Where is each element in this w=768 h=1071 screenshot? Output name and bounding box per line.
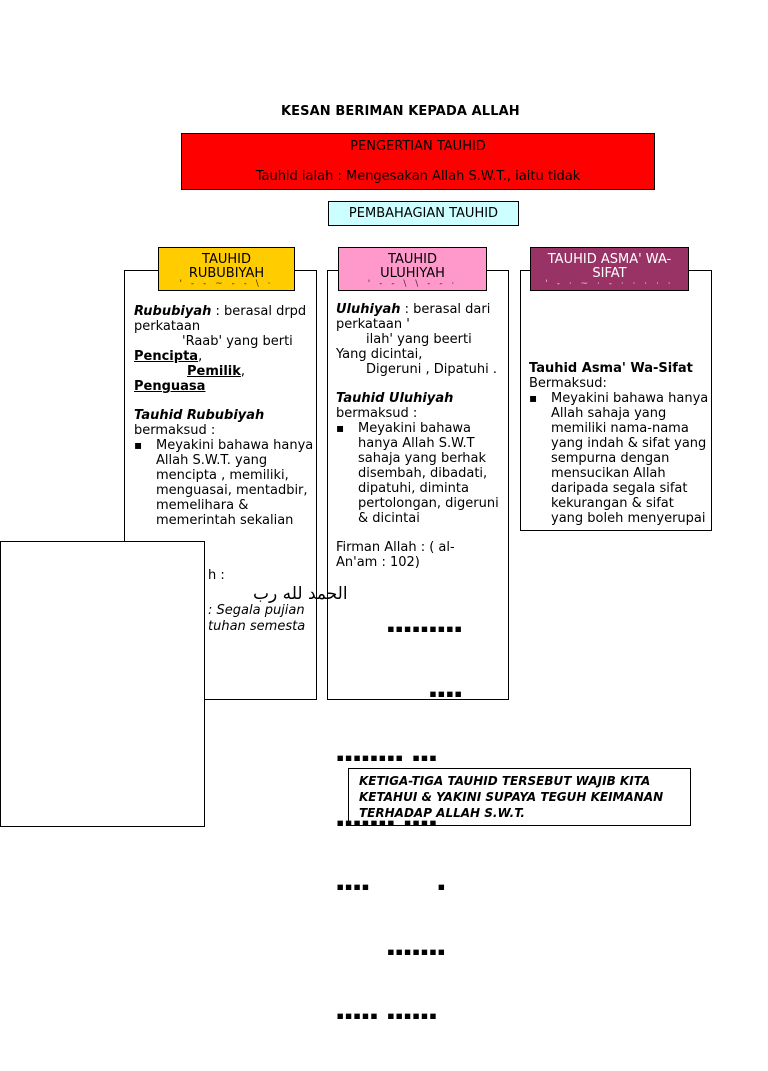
- verse-line: ▪▪▪▪▪▪▪▪▪: [336, 621, 463, 637]
- comma: ,: [198, 349, 203, 364]
- word-pencipta: Pencipta: [134, 349, 199, 364]
- uluhiyah-content: Uluhiyah : berasal dari perkataan ' ilah…: [336, 302, 506, 1071]
- verse-line: ▪▪▪▪ ▪: [336, 879, 446, 895]
- line: Digeruni , Dipatuhi .: [366, 362, 497, 377]
- comma: ,: [240, 364, 246, 379]
- term: Rububiyah: [134, 304, 212, 319]
- list-item: Meyakini bahawa hanya Allah sahaja yang …: [529, 391, 709, 526]
- overflow-label: h :: [208, 568, 225, 583]
- line: Yang dicintai,: [336, 347, 423, 362]
- header-cut-text: ' - · ~ · - · · · · ·: [545, 279, 674, 289]
- verse-line: ▪▪▪▪▪▪▪▪ ▪▪▪: [336, 750, 438, 766]
- header-line: RUBUBIYAH: [188, 266, 265, 281]
- header-cut-text: ' - - ~ - - \ ·: [179, 279, 274, 289]
- bullet-list: Meyakini bahawa hanya Allah S.W.T sahaja…: [336, 421, 506, 526]
- word-penguasa: Penguasa: [134, 379, 206, 394]
- header-line: TAUHID ASMA' WA-: [547, 252, 672, 267]
- list-item: Meyakini bahawa hanya Allah S.W.T. yang …: [134, 438, 314, 528]
- sub-heading: Tauhid Uluhiyah: [336, 391, 454, 406]
- conclusion-box: KETIGA-TIGA TAUHID TERSEBUT WAJIB KITA K…: [348, 768, 691, 826]
- means: Bermaksud:: [529, 376, 607, 391]
- header-line: ULUHIYAH: [380, 266, 445, 281]
- line: perkataan ': [336, 317, 410, 332]
- origin: : berasal dari: [400, 302, 491, 317]
- uluhiyah-header: TAUHID ULUHIYAH ' - - \ \ - - ·: [338, 247, 487, 291]
- rububiyah-header: TAUHID RUBUBIYAH ' - - ~ - - \ ·: [158, 247, 295, 291]
- sub-heading: Tauhid Rububiyah: [134, 408, 265, 423]
- division-heading: PEMBAHAGIAN TAUHID: [328, 201, 519, 226]
- list-item: Meyakini bahawa hanya Allah S.W.T sahaja…: [336, 421, 506, 526]
- definition-heading: PENGERTIAN TAUHID: [350, 139, 486, 154]
- verse-line: ▪▪▪▪▪ ▪▪▪▪▪▪: [336, 1008, 438, 1024]
- verse-line: ▪▪▪▪▪▪▪: [336, 943, 446, 960]
- verse-block: ▪▪▪▪▪▪▪▪▪ ▪▪▪▪ ▪▪▪▪▪▪▪▪ ▪▪▪ ▪▪▪▪▪▪▪ ▪▪▪▪…: [336, 576, 506, 1071]
- rububiyah-content: Rububiyah : berasal drpd perkataan 'Raab…: [134, 304, 314, 528]
- verse-line: ▪▪▪▪▪▪▪ ▪▪▪▪: [336, 814, 438, 831]
- blank-overlay-box: [0, 541, 205, 827]
- word-pemilik: Pemilik: [187, 364, 241, 379]
- page-title: KESAN BERIMAN KEPADA ALLAH: [281, 104, 520, 119]
- verse-line: ▪▪▪▪: [336, 685, 463, 702]
- definition-box: PENGERTIAN TAUHID Tauhid ialah : Mengesa…: [181, 133, 655, 190]
- asma-sifat-content: Tauhid Asma' Wa-Sifat Bermaksud: Meyakin…: [529, 361, 709, 526]
- arabic-text: الحمد لله رب: [253, 584, 348, 604]
- asma-sifat-header: TAUHID ASMA' WA- SIFAT ' - · ~ · - · · ·…: [530, 247, 689, 291]
- line: perkataan: [134, 319, 201, 334]
- bullet-list: Meyakini bahawa hanya Allah S.W.T. yang …: [134, 438, 314, 528]
- sub-heading: Tauhid Asma' Wa-Sifat: [529, 361, 693, 376]
- firman-line: Firman Allah : ( al-: [336, 540, 455, 555]
- firman-line: An'am : 102): [336, 555, 420, 570]
- header-line: TAUHID: [388, 252, 437, 267]
- term: Uluhiyah: [336, 302, 401, 317]
- line: ilah' yang beerti: [366, 332, 472, 347]
- header-cut-text: ' - - \ \ - - ·: [367, 279, 458, 289]
- bullet-list: Meyakini bahawa hanya Allah sahaja yang …: [529, 391, 709, 526]
- line: 'Raab' yang berti: [182, 334, 293, 349]
- header-line: SIFAT: [592, 266, 627, 281]
- header-line: TAUHID: [202, 252, 251, 267]
- definition-text: Tauhid ialah : Mengesakan Allah S.W.T., …: [255, 169, 581, 184]
- overflow-meaning-2: tuhan semesta: [208, 619, 306, 634]
- means: bermaksud :: [134, 423, 216, 438]
- means: bermaksud :: [336, 406, 418, 421]
- overflow-meaning: : Segala pujian: [208, 603, 305, 618]
- origin: : berasal drpd: [211, 304, 307, 319]
